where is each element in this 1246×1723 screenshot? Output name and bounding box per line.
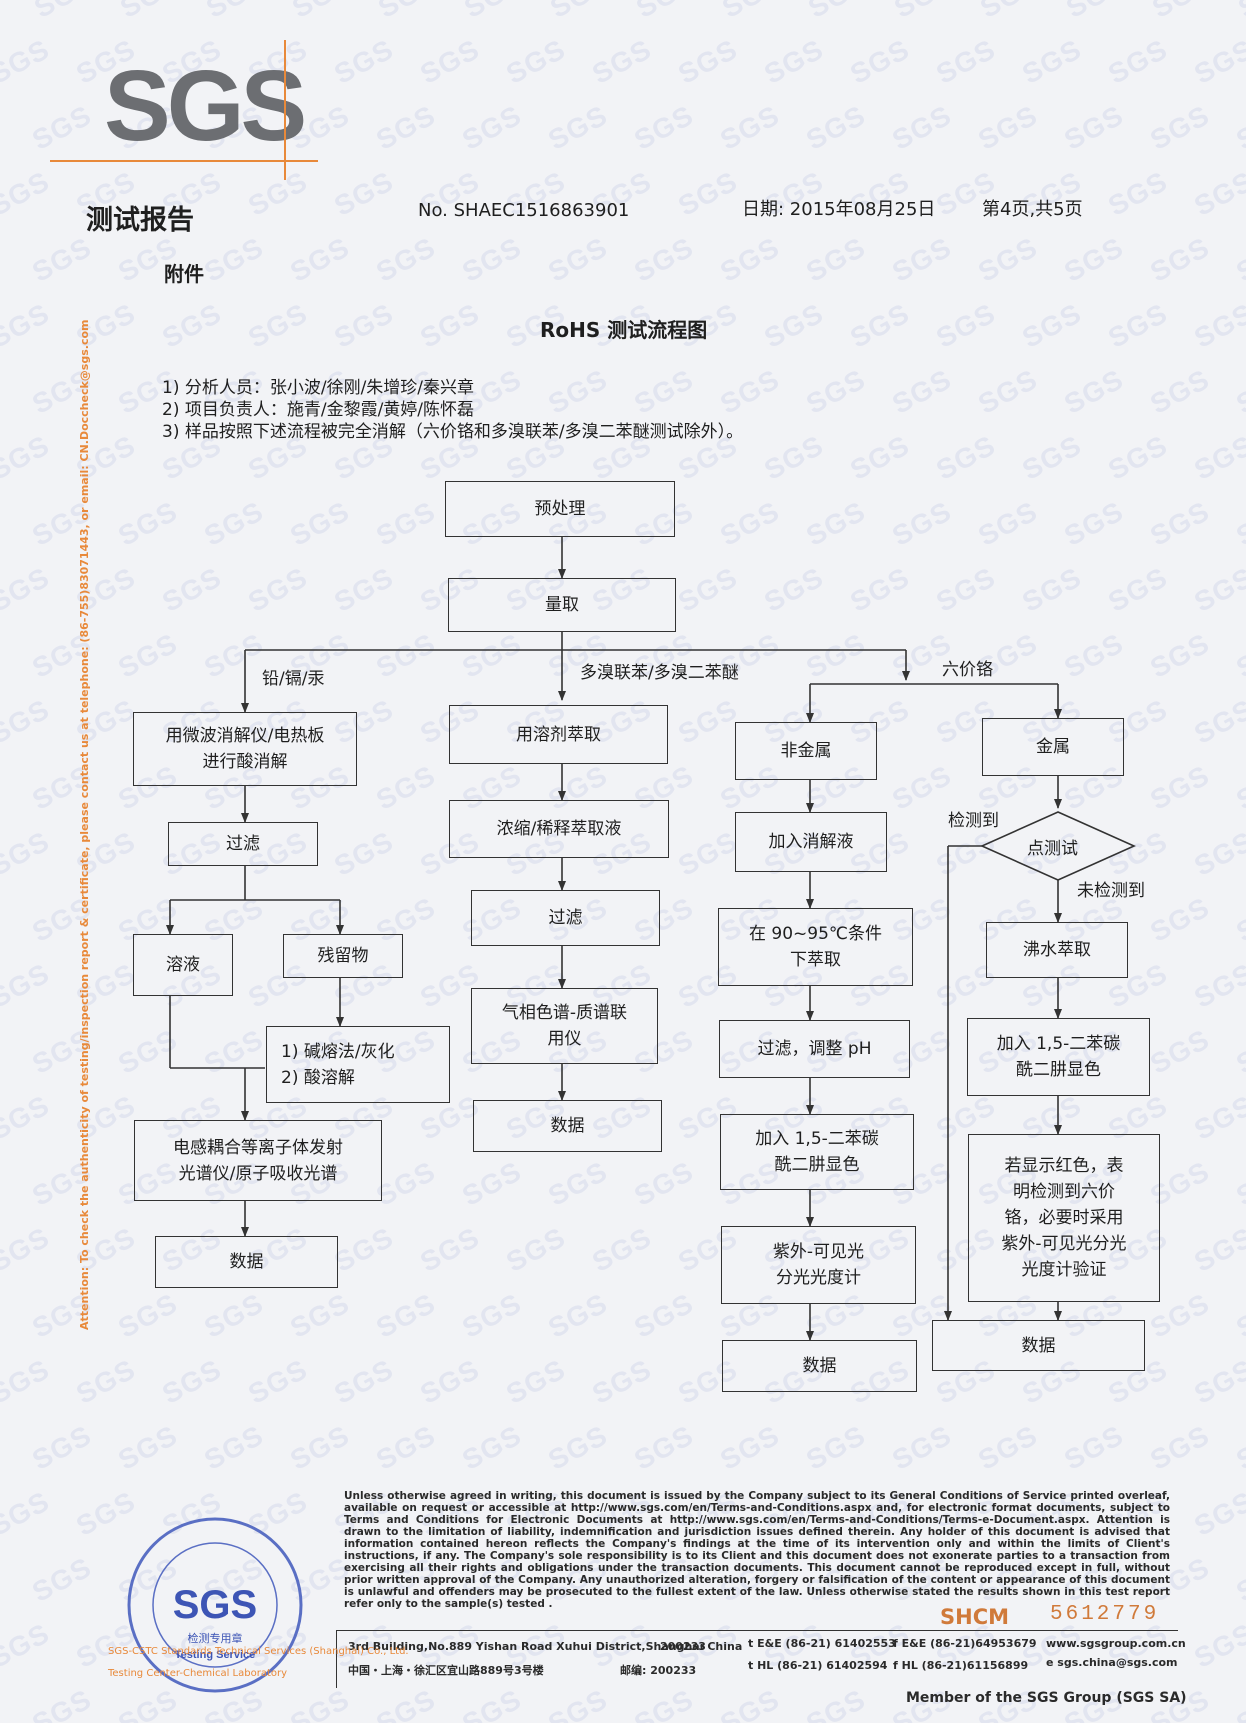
postcode-en: 200233 bbox=[660, 1640, 706, 1653]
email-link[interactable]: e sgs.china@sgs.com bbox=[1046, 1656, 1178, 1669]
report-title: 测试报告 bbox=[86, 205, 194, 236]
step-add-digestion-solution: 加入消解液 bbox=[735, 812, 887, 872]
note-item: 3) 样品按照下述流程被完全消解（六价铬和多溴联苯/多溴二苯醚测试除外）。 bbox=[162, 422, 744, 442]
address-en: 3rd Building,No.889 Yishan Road Xuhui Di… bbox=[348, 1640, 743, 1653]
step-data: 数据 bbox=[932, 1320, 1145, 1371]
stamp-footer-company: SGS-CSTC Standards Technical Services (S… bbox=[108, 1646, 409, 1657]
decision-spot-test: 点测试 bbox=[1027, 839, 1078, 859]
serial-number: 5612779 bbox=[1050, 1603, 1160, 1626]
step-nonmetal: 非金属 bbox=[735, 722, 877, 780]
official-stamp: SGS 检测专用章 Testing Service bbox=[120, 1510, 310, 1700]
phone-ee: t E&E (86-21) 61402553 bbox=[748, 1637, 896, 1650]
report-date: 日期: 2015年08月25日 bbox=[742, 199, 936, 220]
step-solvent-extraction: 用溶剂萃取 bbox=[449, 705, 668, 764]
note-item: 1) 分析人员：张小波/徐刚/朱增珍/秦兴章 bbox=[162, 378, 475, 398]
step-data: 数据 bbox=[473, 1100, 662, 1152]
step-color-development: 加入 1,5-二苯碳酰二肼显色 bbox=[967, 1018, 1150, 1096]
step-gc-ms: 气相色谱-质谱联用仪 bbox=[471, 988, 658, 1064]
note-item: 2) 项目负责人：施青/金黎霞/黄婷/陈怀磊 bbox=[162, 400, 475, 420]
stamp-footer-lab: Testing Center-Chemical Laboratory bbox=[108, 1668, 288, 1679]
step-result-note: 若显示红色，表 明检测到六价 铬，必要时采用 紫外-可见光分光 光度计验证 bbox=[968, 1134, 1160, 1302]
appendix-label: 附件 bbox=[164, 262, 204, 286]
logo-rule-horizontal bbox=[50, 160, 318, 162]
step-acid-digestion: 用微波消解仪/电热板进行酸消解 bbox=[133, 712, 357, 786]
step-data: 数据 bbox=[722, 1340, 917, 1392]
step-boiling-water-extraction: 沸水萃取 bbox=[986, 922, 1128, 978]
step-data: 数据 bbox=[155, 1236, 338, 1288]
step-filter-adjust-ph: 过滤，调整 pH bbox=[719, 1020, 910, 1078]
footer-divider bbox=[336, 1630, 1178, 1631]
branch-label-cr: 六价铬 bbox=[942, 660, 993, 680]
step-filter: 过滤 bbox=[168, 822, 318, 866]
step-heat-extraction: 在 90~95℃条件下萃取 bbox=[718, 908, 913, 986]
step-metal: 金属 bbox=[982, 718, 1124, 776]
label-detected: 检测到 bbox=[948, 811, 999, 831]
address-cn: 中国・上海・徐汇区宜山路889号3号楼 bbox=[348, 1664, 544, 1677]
legal-disclaimer: Unless otherwise agreed in writing, this… bbox=[344, 1490, 1170, 1610]
step-color-development: 加入 1,5-二苯碳酰二肼显色 bbox=[720, 1114, 914, 1190]
step-solution: 溶液 bbox=[133, 934, 233, 996]
website-link[interactable]: www.sgsgroup.com.cn bbox=[1046, 1637, 1186, 1650]
svg-text:SGS: SGS bbox=[173, 1583, 257, 1627]
step-icp-aas: 电感耦合等离子体发射光谱仪/原子吸收光谱 bbox=[134, 1120, 382, 1201]
member-statement: Member of the SGS Group (SGS SA) bbox=[906, 1690, 1187, 1706]
step-uv-vis: 紫外-可见光分光光度计 bbox=[721, 1226, 916, 1304]
fax-hl: f HL (86-21)61156899 bbox=[893, 1659, 1029, 1672]
footer-divider-vertical bbox=[336, 1630, 337, 1688]
branch-label-metals: 铅/镉/汞 bbox=[262, 669, 325, 689]
step-filter: 过滤 bbox=[471, 890, 660, 946]
step-pretreatment: 预处理 bbox=[445, 481, 675, 537]
phone-hl: t HL (86-21) 61402594 bbox=[748, 1659, 888, 1672]
step-residue: 残留物 bbox=[283, 934, 403, 978]
branch-label-pbb: 多溴联苯/多溴二苯醚 bbox=[580, 663, 739, 683]
step-concentrate: 浓缩/稀释萃取液 bbox=[449, 800, 669, 858]
notes-list: 1) 分析人员：张小波/徐刚/朱增珍/秦兴章 2) 项目负责人：施青/金黎霞/黄… bbox=[162, 377, 743, 443]
office-code: SHCM bbox=[940, 1605, 1010, 1629]
svg-text:检测专用章: 检测专用章 bbox=[188, 1631, 243, 1645]
sgs-logo: SGS bbox=[104, 50, 307, 162]
flowchart-title: RoHS 测试流程图 bbox=[540, 318, 708, 342]
logo-rule-vertical bbox=[284, 40, 286, 180]
step-measure: 量取 bbox=[448, 578, 676, 632]
fax-ee: f E&E (86-21)64953679 bbox=[893, 1637, 1037, 1650]
svg-text:Testing Service: Testing Service bbox=[175, 1649, 256, 1661]
label-not-detected: 未检测到 bbox=[1077, 881, 1145, 901]
report-number: No. SHAEC1516863901 bbox=[418, 200, 630, 221]
page-counter: 第4页,共5页 bbox=[982, 199, 1083, 220]
postcode-cn: 邮编: 200233 bbox=[620, 1664, 697, 1677]
